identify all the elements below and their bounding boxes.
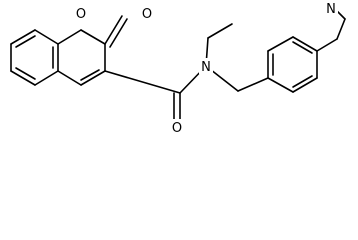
bond (316, 38, 338, 52)
amide-group (104, 65, 207, 125)
amide-nitrogen-label: N (201, 60, 211, 75)
molecule-svg: O O O N N (10, 0, 346, 136)
label-background (140, 5, 154, 21)
label-background (170, 119, 184, 135)
ring-oxygen-label: O (76, 7, 86, 22)
pyridine-ring (267, 3, 346, 93)
bond (34, 29, 59, 45)
methylene-linker (205, 65, 269, 92)
bond (80, 70, 106, 86)
double-bond-inner (80, 69, 100, 81)
bond (237, 77, 269, 92)
bond (292, 77, 318, 93)
bond (104, 70, 181, 94)
bond (336, 18, 346, 40)
pyranone-ring (57, 15, 128, 86)
double-bond-inner (109, 18, 128, 48)
bond (267, 36, 294, 52)
benzene-ring (10, 29, 59, 86)
bond (80, 29, 106, 45)
double-bond-inner (15, 67, 36, 80)
atom-labels: O O O N N (74, 0, 338, 136)
bond (57, 70, 82, 86)
amide-carbonyl-oxygen-label: O (172, 121, 182, 136)
bond (10, 29, 36, 45)
bond (267, 77, 294, 93)
bond (10, 70, 36, 86)
label-background (74, 5, 88, 21)
double-bond-inner (292, 75, 313, 88)
bond (34, 70, 59, 86)
bond (57, 29, 82, 45)
pyridine-nitrogen-label: N (326, 2, 336, 17)
bond (292, 36, 318, 52)
label-background (324, 0, 338, 16)
double-bond-inner (292, 41, 313, 54)
bond (207, 23, 233, 39)
double-bond-inner (15, 35, 36, 48)
label-background (199, 58, 213, 74)
bond (104, 15, 123, 45)
structure-diagram: O O O N N (10, 0, 346, 136)
lactone-carbonyl-oxygen-label: O (142, 7, 152, 22)
